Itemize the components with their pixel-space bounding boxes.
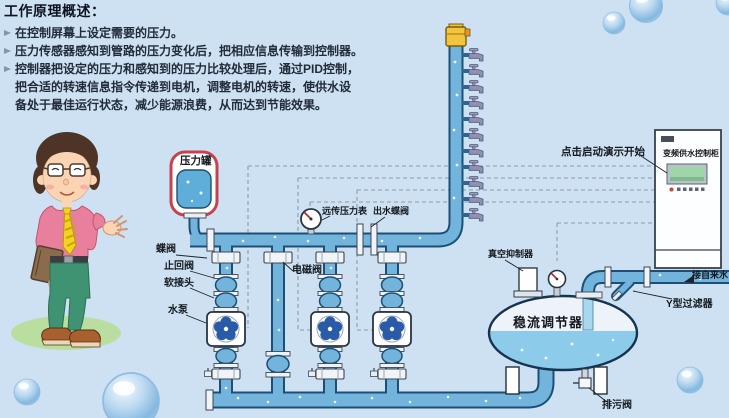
- soft-joint-label: 软接头: [164, 278, 194, 289]
- cartoon-presenter: [11, 132, 128, 350]
- principle-bullet-2: 压力传感器感知到管路的压力变化后，把相应信息传输到控制器。: [4, 42, 376, 60]
- cabinet-name-label: 变频供水控制柜: [663, 149, 719, 158]
- outlet-butterfly-valve-label: 出水蝶阀: [373, 206, 410, 216]
- tap-water-inlet-label: 接自来水: [692, 270, 729, 280]
- remote-pressure-gauge: [300, 208, 322, 235]
- bypass-branch: [263, 251, 293, 378]
- pressure-tank: [169, 150, 219, 219]
- remote-pressure-gauge-label: 远传压力表: [322, 206, 368, 216]
- bullet-arrow-icon: [4, 30, 11, 36]
- principle-overview: 工作原理概述： 在控制屏幕上设定需要的压力。 压力传感器感知到管路的压力变化后，…: [4, 1, 376, 114]
- check-valve-label: 止回阀: [164, 261, 194, 272]
- bullet-arrow-icon: [4, 48, 11, 54]
- butterfly-valve-label: 蝶阀: [156, 244, 176, 255]
- header-end-cap: [205, 389, 214, 411]
- vacuum-suppressor-label: 真空抑制器: [488, 249, 534, 259]
- bullet-arrow-icon: [4, 66, 11, 72]
- floor-faucets: [468, 48, 484, 222]
- drain-valve: [573, 368, 592, 389]
- flow-regulator-tank: [487, 291, 639, 395]
- outlet-butterfly-valve: [356, 223, 378, 256]
- tank-pressure-gauge: [547, 269, 567, 297]
- demo-start-button[interactable]: 点击启动演示开始: [561, 146, 645, 158]
- control-cabinet: [654, 129, 722, 269]
- principle-bullet-3: 控制器把设定的压力和感知到的压力比较处理后，通过PID控制， 把合适的转速信息指…: [4, 60, 376, 114]
- vacuum-suppressor: [513, 267, 543, 298]
- water-pump-label: 水泵: [168, 305, 188, 316]
- principle-bullet-1: 在控制屏幕上设定需要的压力。: [4, 24, 376, 42]
- flow-regulator-label: 稳流调节器: [513, 315, 584, 330]
- power-button: [669, 187, 674, 192]
- solenoid-valve-label: 电磁阀: [292, 265, 322, 276]
- pressure-tank-label: 压力罐: [180, 155, 212, 167]
- tap-water-arrow-icon: [684, 275, 694, 283]
- y-filter-assembly: [604, 266, 651, 302]
- drain-valve-label: 排污阀: [602, 400, 632, 411]
- page-title: 工作原理概述：: [4, 3, 106, 19]
- header-flange: [206, 228, 215, 252]
- riser-vent-cap: [445, 23, 471, 47]
- y-filter-label: Y型过滤器: [666, 299, 713, 310]
- label-pointers: [175, 155, 673, 403]
